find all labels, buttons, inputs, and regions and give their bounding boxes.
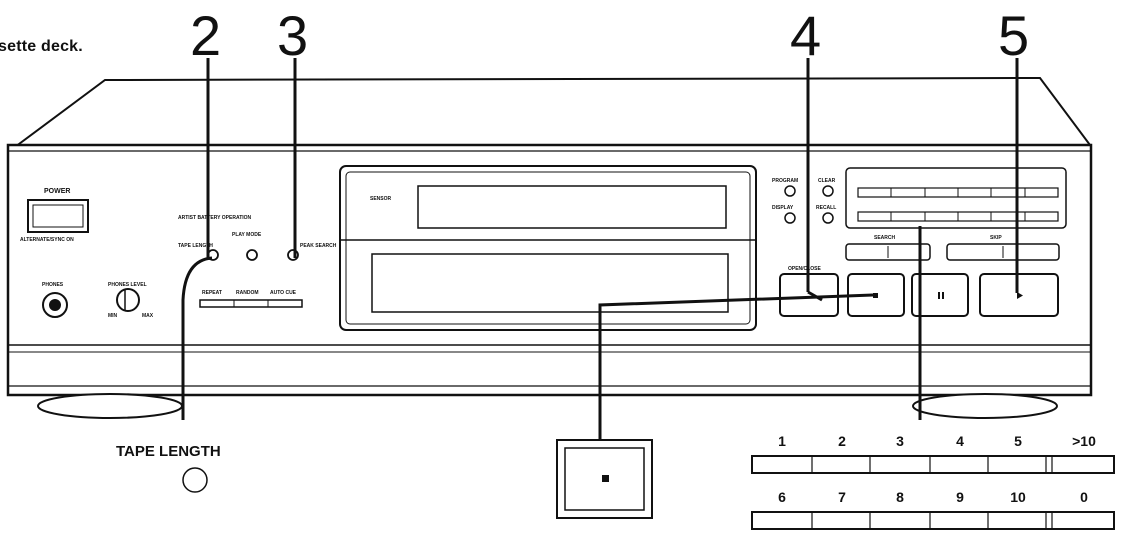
display-screen [417,185,727,229]
tape-length-label: TAPE LENGTH [116,443,221,460]
tape-length-small-label: TAPE LENGTH [178,243,213,249]
recall-button [822,212,834,224]
key-3: 3 [896,433,904,449]
battery-operation-label: ARTIST BATTERY OPERATION [178,215,252,221]
tape-length-button-detail [182,467,208,493]
key-0: 0 [1080,489,1088,505]
caption-text: sette deck. [0,38,83,55]
program-button [784,185,796,197]
peak-search-label: PEAK SEARCH [300,243,337,249]
key-7: 7 [838,489,846,505]
phones-level-knob [116,288,140,312]
key-6: 6 [778,489,786,505]
random-label: RANDOM [236,290,259,296]
display-label: DISPLAY [772,205,794,211]
keypad-top-numbers: 1 2 3 4 5 >10 [0,433,1123,451]
clear-label: CLEAR [818,178,836,184]
right-foot [912,393,1058,419]
power-sub-label: ALTERNATE/SYNC ON [20,237,74,243]
top-cover [11,76,1092,149]
phones-label: PHONES [42,282,64,288]
recall-label: RECALL [816,205,837,211]
skip-label: SKIP [990,235,1002,241]
keypad-bottom-numbers: 6 7 8 9 10 0 [0,489,1123,507]
callout-number-4: 4 [790,4,822,67]
search-label: SEARCH [874,235,896,241]
keypad-detail [751,455,1115,530]
play-mode-label: PLAY MODE [232,232,262,238]
sensor-label: SENSOR [370,196,392,202]
edit-button [246,249,258,261]
key-1: 1 [778,433,786,449]
auto-cue-label: AUTO CUE [270,290,297,296]
program-label: PROGRAM [772,178,799,184]
callout-number-2: 2 [190,4,222,67]
callout-number-3: 3 [277,4,309,67]
key-5: 5 [1014,433,1022,449]
power-label: POWER [44,188,71,195]
key-gt10: >10 [1072,433,1096,449]
repeat-label: REPEAT [202,290,222,296]
mode-buttons-bar [199,299,303,308]
key-9: 9 [956,489,964,505]
open-close-label: OPEN/CLOSE [788,266,821,272]
display-button [784,212,796,224]
stop-icon [602,475,609,482]
level-max-label: MAX [142,313,154,319]
phones-level-label: PHONES LEVEL [108,282,147,288]
key-2: 2 [838,433,846,449]
level-min-label: MIN [108,313,118,319]
callout-number-5: 5 [998,4,1030,67]
clear-button [822,185,834,197]
key-4: 4 [956,433,964,449]
tape-length-leader [181,256,213,420]
key-8: 8 [896,489,904,505]
left-foot [37,393,183,419]
stop-leader [598,293,874,440]
key-10: 10 [1010,489,1026,505]
